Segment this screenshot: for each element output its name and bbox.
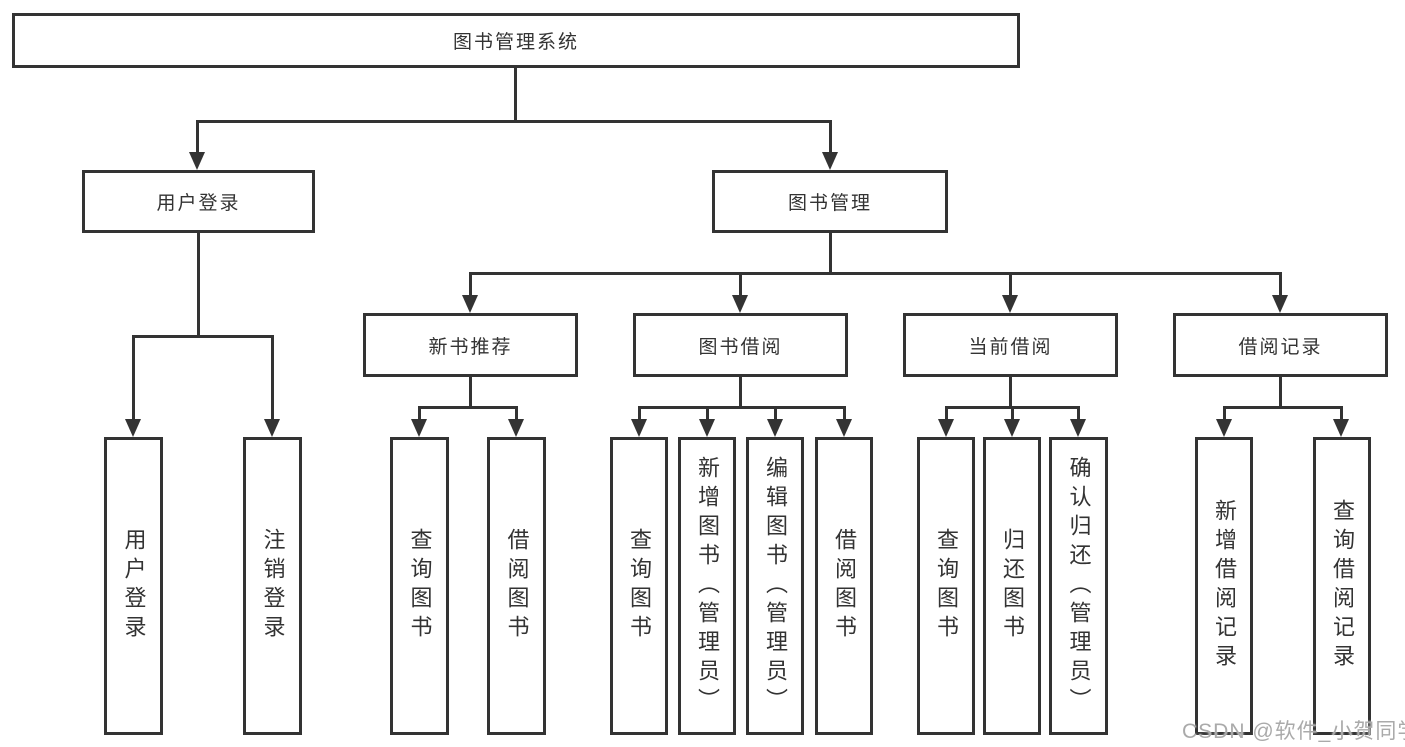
arrowhead-down-icon — [699, 419, 715, 437]
connector-vline — [1279, 377, 1282, 408]
connector-vline — [271, 335, 274, 421]
leaf-bb-edit-books-admin: 编辑图书（管理员） — [746, 437, 804, 735]
leaf-label: 归还图书 — [1000, 528, 1025, 644]
leaf-logout: 注销登录 — [243, 437, 302, 735]
leaf-label: 查询图书 — [934, 528, 959, 644]
connector-vline — [829, 233, 832, 274]
connector-vline — [945, 406, 948, 422]
connector-vline — [774, 406, 777, 422]
node-label: 借阅记录 — [1238, 336, 1323, 358]
leaf-label: 用户登录 — [121, 528, 147, 644]
node-user-login-branch: 用户登录 — [82, 170, 315, 233]
arrowhead-down-icon — [125, 419, 141, 437]
connector-hline — [132, 335, 274, 338]
csdn-watermark: CSDN @软件_小贺同学 — [1182, 720, 1405, 743]
connector-vline — [132, 335, 135, 421]
arrowhead-down-icon — [1333, 419, 1349, 437]
node-borrowing-records: 借阅记录 — [1173, 313, 1388, 377]
leaf-br-add-borrow-record: 新增借阅记录 — [1195, 437, 1253, 735]
arrowhead-down-icon — [732, 295, 748, 313]
leaf-label: 借阅图书 — [832, 528, 857, 644]
arrowhead-down-icon — [836, 419, 852, 437]
arrowhead-down-icon — [508, 419, 524, 437]
connector-vline — [514, 68, 517, 120]
arrowhead-down-icon — [822, 152, 838, 170]
node-label: 图书借阅 — [698, 336, 783, 358]
connector-hline — [1223, 406, 1343, 409]
node-book-management-branch: 图书管理 — [712, 170, 948, 233]
connector-vline — [1011, 406, 1014, 422]
arrowhead-down-icon — [264, 419, 280, 437]
leaf-cb-return-books: 归还图书 — [983, 437, 1041, 735]
connector-vline — [739, 272, 742, 296]
arrowhead-down-icon — [767, 419, 783, 437]
leaf-br-query-borrow-record: 查询借阅记录 — [1313, 437, 1371, 735]
connector-vline — [829, 120, 832, 154]
node-library-management-system: 图书管理系统 — [12, 13, 1020, 68]
leaf-nbr-query-books: 查询图书 — [390, 437, 449, 735]
leaf-label: 注销登录 — [260, 528, 286, 644]
connector-vline — [515, 406, 518, 422]
connector-vline — [197, 233, 200, 335]
node-current-borrowing: 当前借阅 — [903, 313, 1118, 377]
connector-hline — [469, 272, 1282, 275]
connector-vline — [418, 406, 421, 422]
connector-vline — [1077, 406, 1080, 422]
connector-vline — [1009, 377, 1012, 408]
arrowhead-down-icon — [189, 152, 205, 170]
leaf-label: 编辑图书（管理员） — [763, 455, 788, 717]
connector-hline — [638, 406, 846, 409]
leaf-nbr-borrow-books: 借阅图书 — [487, 437, 546, 735]
connector-hline — [418, 406, 518, 409]
connector-vline — [706, 406, 709, 422]
arrowhead-down-icon — [938, 419, 954, 437]
leaf-label: 查询借阅记录 — [1330, 499, 1355, 673]
leaf-label: 查询图书 — [407, 528, 433, 644]
connector-hline — [196, 120, 832, 123]
connector-vline — [1009, 272, 1012, 296]
leaf-bb-borrow-books: 借阅图书 — [815, 437, 873, 735]
connector-vline — [1279, 272, 1282, 296]
leaf-label: 查询图书 — [627, 528, 652, 644]
node-label: 图书管理 — [787, 193, 872, 214]
arrowhead-down-icon — [631, 419, 647, 437]
arrowhead-down-icon — [1216, 419, 1232, 437]
connector-vline — [1340, 406, 1343, 422]
connector-vline — [638, 406, 641, 422]
node-book-borrowing: 图书借阅 — [633, 313, 848, 377]
leaf-cb-confirm-return-admin: 确认归还（管理员） — [1049, 437, 1108, 735]
arrowhead-down-icon — [411, 419, 427, 437]
leaf-label: 确认归还（管理员） — [1066, 455, 1092, 717]
leaf-cb-query-books: 查询图书 — [917, 437, 975, 735]
node-new-book-recommendation: 新书推荐 — [363, 313, 578, 377]
connector-vline — [843, 406, 846, 422]
arrowhead-down-icon — [1070, 419, 1086, 437]
node-label: 新书推荐 — [428, 336, 513, 358]
leaf-bb-add-books-admin: 新增图书（管理员） — [678, 437, 736, 735]
arrowhead-down-icon — [1272, 295, 1288, 313]
connector-vline — [1223, 406, 1226, 422]
leaf-label: 新增图书（管理员） — [695, 455, 720, 717]
leaf-bb-query-books: 查询图书 — [610, 437, 668, 735]
node-label: 图书管理系统 — [452, 32, 579, 53]
node-label: 当前借阅 — [968, 336, 1053, 358]
connector-vline — [469, 377, 472, 408]
leaf-user-login: 用户登录 — [104, 437, 163, 735]
connector-vline — [469, 272, 472, 296]
connector-vline — [739, 377, 742, 408]
arrowhead-down-icon — [1002, 295, 1018, 313]
arrowhead-down-icon — [1004, 419, 1020, 437]
connector-vline — [196, 120, 199, 154]
leaf-label: 借阅图书 — [504, 528, 530, 644]
node-label: 用户登录 — [156, 193, 241, 214]
leaf-label: 新增借阅记录 — [1212, 499, 1237, 673]
arrowhead-down-icon — [462, 295, 478, 313]
